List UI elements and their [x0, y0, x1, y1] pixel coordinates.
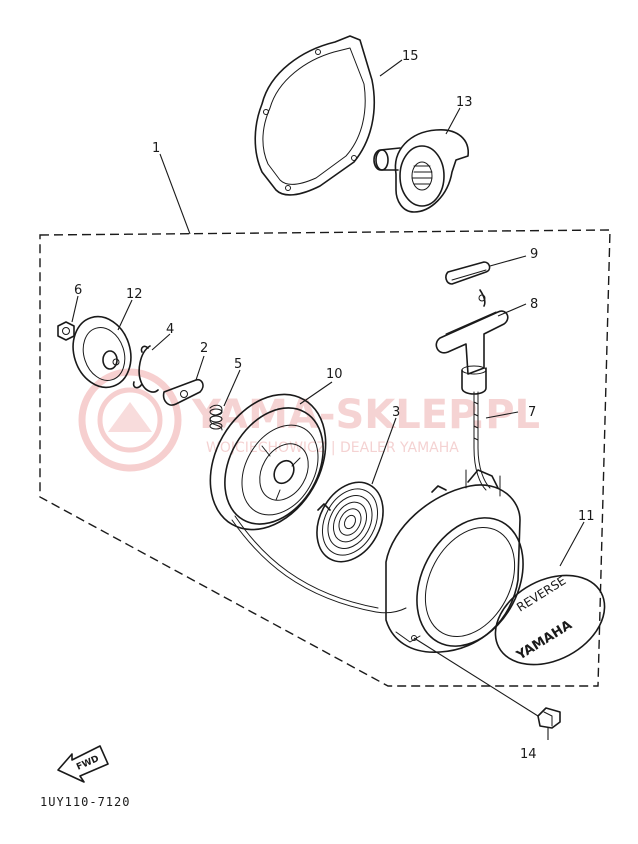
callout-1: 1	[152, 141, 160, 156]
callout-7: 7	[528, 405, 536, 420]
callout-13: 13	[456, 95, 473, 110]
callout-12: 12	[126, 287, 143, 302]
part-13-drive-pulley	[373, 129, 469, 213]
part-4-spring-clip	[132, 345, 159, 393]
callout-9: 9	[530, 247, 538, 262]
part-3-recoil-spring	[316, 481, 384, 563]
callout-5: 5	[234, 357, 242, 372]
leader-lines	[71, 59, 585, 740]
callout-8: 8	[530, 297, 538, 312]
part-12-drive-plate	[72, 315, 132, 389]
callout-11: 11	[578, 509, 595, 524]
starter-case	[385, 469, 524, 653]
part-8-starter-handle	[435, 289, 509, 395]
part-15-gasket	[254, 35, 375, 196]
fwd-arrow-icon: FWD	[57, 745, 109, 783]
watermark-sub-text: WOJCIECHOWICZ | DEALER YAMAHA	[206, 440, 459, 456]
part-10-reel	[209, 393, 327, 531]
callout-4: 4	[166, 322, 174, 337]
callout-14: 14	[520, 747, 537, 762]
drawing-code: 1UY110-7120	[40, 795, 130, 809]
part-6-nut	[57, 321, 75, 341]
part-9-handle-cap	[445, 261, 491, 285]
part-14-bolt	[537, 707, 561, 729]
callout-6: 6	[74, 283, 82, 298]
callout-3: 3	[392, 405, 400, 420]
watermark-logo	[78, 368, 182, 472]
callout-10: 10	[326, 367, 343, 382]
part-2-pawl	[162, 378, 204, 406]
watermark-main-text: YAMA-SKLEP.PL	[191, 392, 540, 438]
watermark: YAMA-SKLEP.PL WOJCIECHOWICZ | DEALER YAM…	[78, 368, 540, 472]
callout-15: 15	[402, 49, 419, 64]
callout-2: 2	[200, 341, 208, 356]
part-5-spring	[209, 404, 223, 431]
